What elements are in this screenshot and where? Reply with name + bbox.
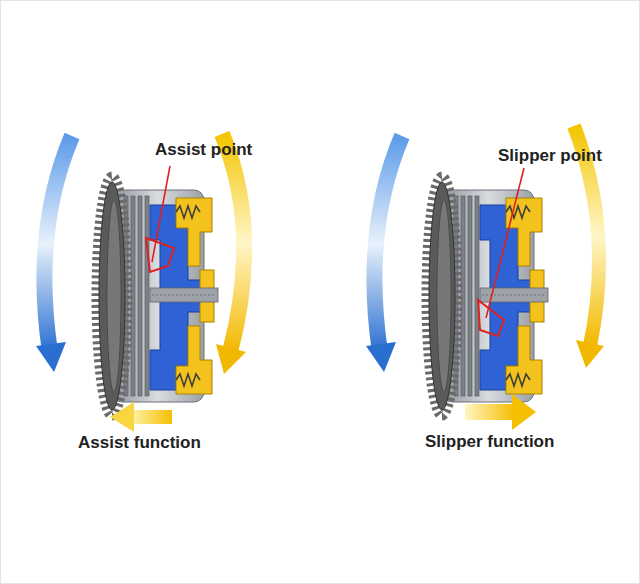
function-label: Slipper function — [425, 432, 554, 452]
function-label: Assist function — [78, 433, 201, 453]
callout-label: Slipper point — [498, 146, 602, 166]
callout-label: Assist point — [155, 140, 252, 160]
